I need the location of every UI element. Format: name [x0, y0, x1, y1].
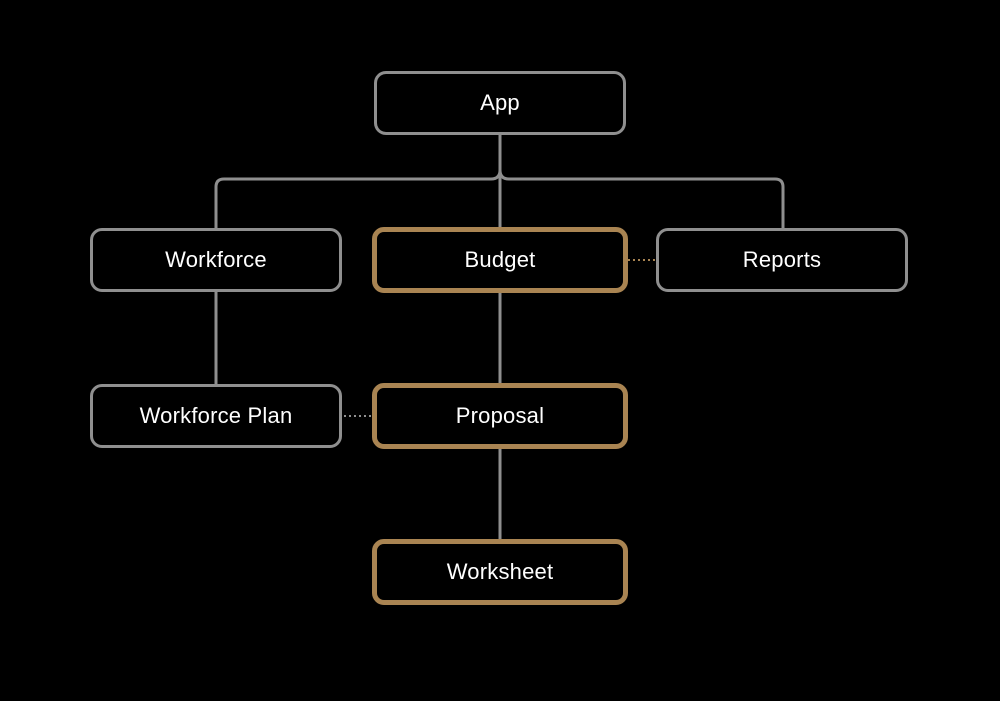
connector-app-workforce [214, 169, 502, 228]
node-proposal-label: Proposal [455, 403, 545, 428]
tree-connectors [214, 134, 785, 540]
node-proposal[interactable]: Proposal [372, 383, 628, 449]
node-budget[interactable]: Budget [372, 227, 628, 293]
node-app-label: App [480, 90, 520, 115]
node-budget-label: Budget [464, 247, 536, 272]
node-reports[interactable]: Reports [656, 228, 908, 292]
node-app[interactable]: App [374, 71, 626, 135]
node-workforce-label: Workforce [165, 247, 267, 272]
node-worksheet-label: Worksheet [446, 559, 554, 584]
node-workforce-plan[interactable]: Workforce Plan [90, 384, 342, 448]
node-workforce[interactable]: Workforce [90, 228, 342, 292]
node-workforce-plan-label: Workforce Plan [139, 403, 293, 428]
connector-app-reports [498, 169, 785, 228]
node-worksheet[interactable]: Worksheet [372, 539, 628, 605]
node-reports-label: Reports [742, 247, 822, 272]
